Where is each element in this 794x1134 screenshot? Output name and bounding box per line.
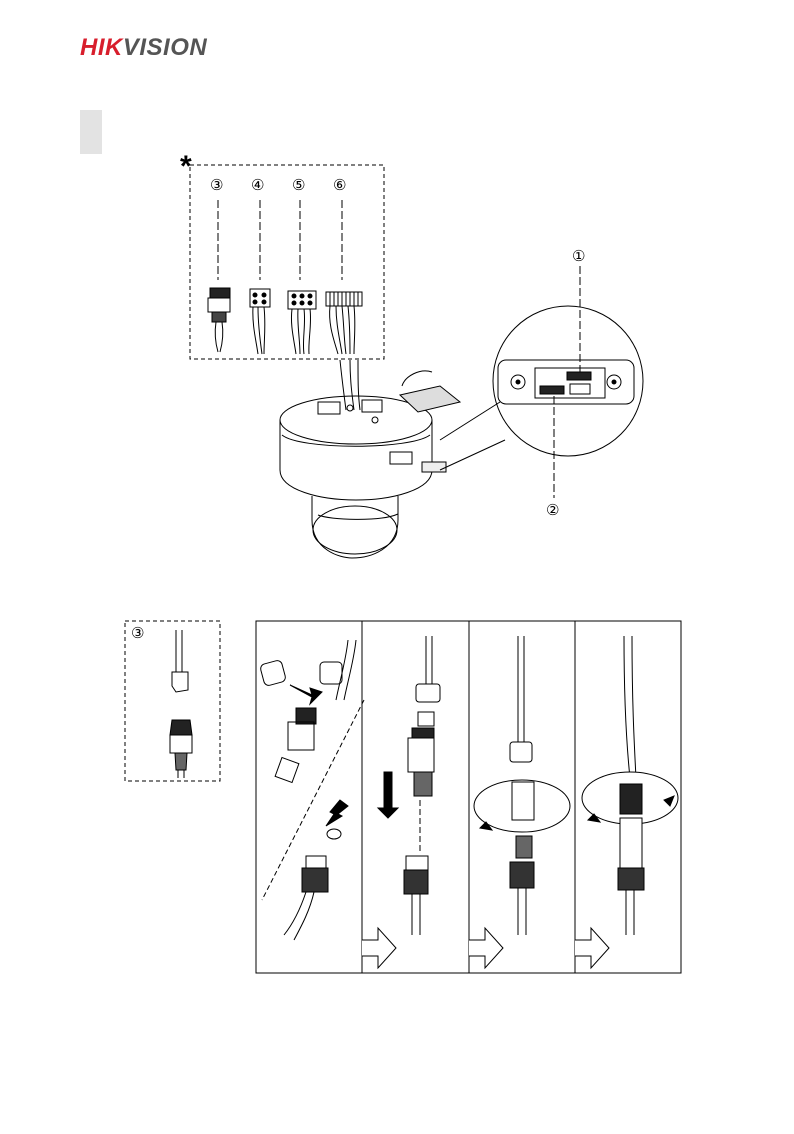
step-4-illustration xyxy=(582,636,678,935)
inset-connector-box xyxy=(125,621,220,781)
step-2-illustration xyxy=(378,636,440,935)
port-detail-zoom xyxy=(440,266,643,498)
step-1-illustration xyxy=(260,640,364,940)
connector-4-icon xyxy=(250,289,270,354)
step-3-illustration xyxy=(474,636,570,935)
rj45-plug-icon xyxy=(172,630,188,692)
connector-3-icon xyxy=(208,288,230,352)
speed-dome-camera-icon xyxy=(280,360,460,558)
connector-6-icon xyxy=(326,292,362,354)
inset-callout-3: ③ xyxy=(131,626,144,641)
waterproof-jack-icon xyxy=(170,720,192,778)
connector-5-icon xyxy=(288,291,316,354)
